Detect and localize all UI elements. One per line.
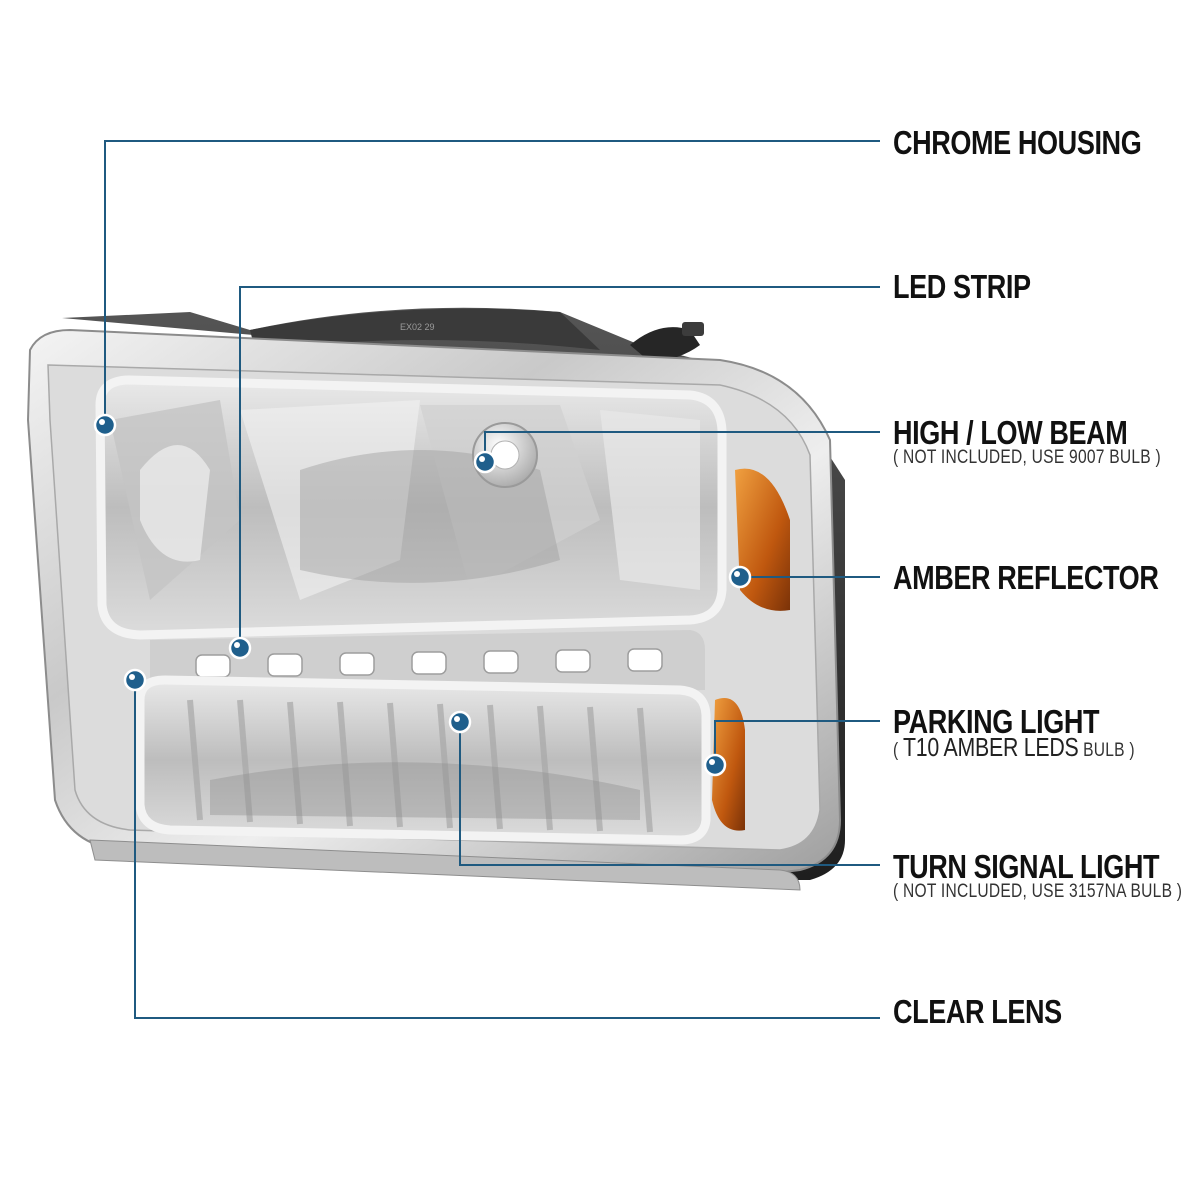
callout-dot-highlight-chrome-housing (99, 419, 105, 425)
lower-trim (89, 839, 801, 891)
callout-dot-high-low-beam (473, 450, 497, 474)
leader-line-turn-signal-light (459, 722, 880, 866)
callout-dot-turn-signal-light (448, 710, 472, 734)
callout-dot-highlight-high-low-beam (479, 456, 485, 462)
leader-line-parking-light (714, 720, 880, 765)
callout-dot-highlight-parking-light (709, 759, 715, 765)
callout-dot-parking-light (703, 753, 727, 777)
callout-dot-highlight-clear-lens (129, 674, 135, 680)
callout-dot-clear-lens (123, 668, 147, 692)
callout-dot-amber-reflector (728, 565, 752, 589)
callout-dot-chrome-housing (93, 413, 117, 437)
callout-label-clear-lens: CLEAR LENS (893, 993, 1062, 1030)
callout-label-parking-light: PARKING LIGHT ( T10 AMBER LEDS BULB ) (893, 703, 1135, 762)
parking-light-lens (712, 698, 745, 831)
callout-label-amber-reflector: AMBER REFLECTOR (893, 559, 1159, 596)
leader-line-chrome-housing (104, 140, 880, 425)
housing-stamp: EX02 29 (400, 322, 435, 332)
callout-label-led-strip: LED STRIP (893, 268, 1031, 305)
callout-dot-highlight-led-strip (234, 642, 240, 648)
callout-label-high-low-beam: HIGH / LOW BEAM ( NOT INCLUDED, USE 9007… (893, 414, 1161, 468)
callout-label-chrome-housing: CHROME HOUSING (893, 124, 1142, 161)
callout-dot-led-strip (228, 636, 252, 660)
leader-line-clear-lens (134, 680, 880, 1019)
callout-leaders (93, 140, 880, 1019)
callout-dot-highlight-amber-reflector (734, 571, 740, 577)
turn-signal-chamber (135, 675, 711, 845)
callout-dot-highlight-turn-signal-light (454, 716, 460, 722)
callout-label-turn-signal-light: TURN SIGNAL LIGHT ( NOT INCLUDED, USE 31… (893, 848, 1183, 902)
leader-line-led-strip (239, 286, 880, 648)
beam-chamber (95, 375, 727, 640)
